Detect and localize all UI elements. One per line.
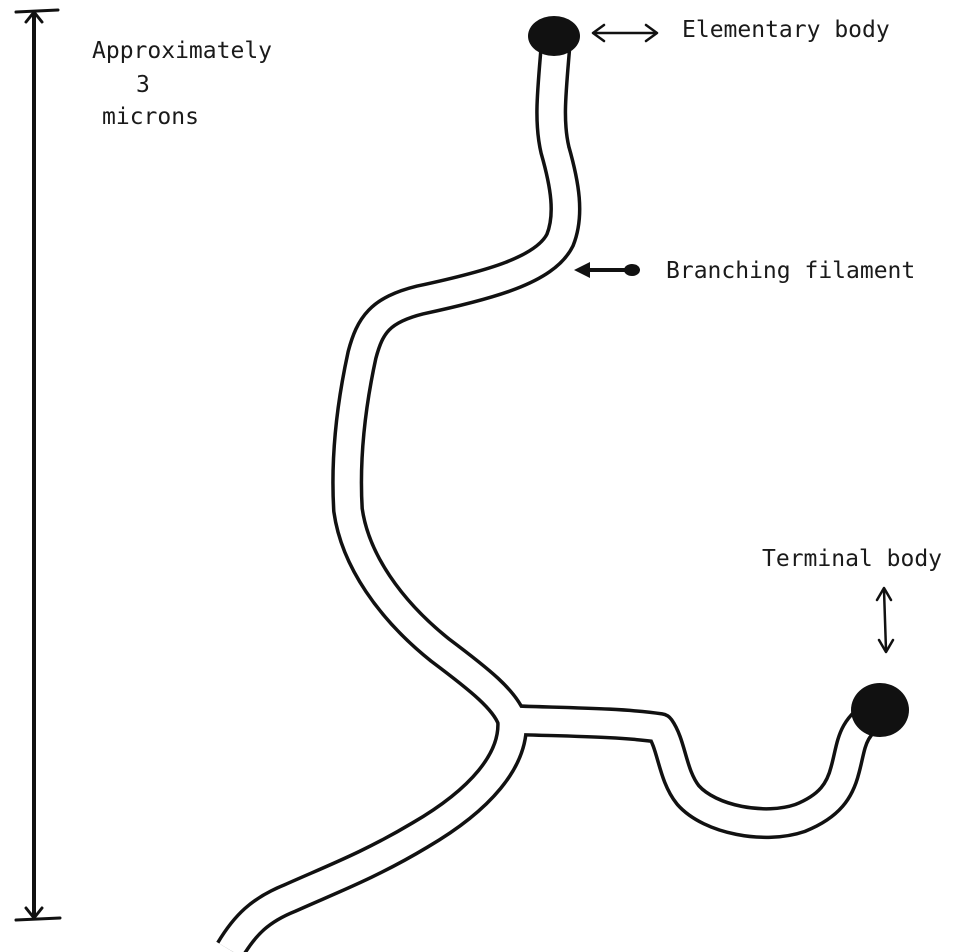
scale-bar-bottom-cap bbox=[16, 918, 60, 920]
scale-label-line-1: Approximately bbox=[92, 38, 272, 64]
scale-bar bbox=[16, 10, 60, 920]
elementary-body-blob bbox=[528, 16, 580, 56]
elementary-body-label: Elementary body bbox=[682, 17, 890, 43]
scale-label-line-3: microns bbox=[102, 104, 199, 130]
scale-label-line-2: 3 bbox=[136, 72, 150, 98]
terminal-body-arrow bbox=[877, 588, 893, 652]
filament-body bbox=[230, 40, 878, 950]
branching-filament-label: Branching filament bbox=[666, 258, 915, 284]
branching-filament-arrow bbox=[574, 262, 640, 278]
terminal-body-blob bbox=[851, 683, 909, 737]
terminal-body-label: Terminal body bbox=[762, 546, 942, 572]
elementary-body-arrow bbox=[593, 25, 657, 41]
scale-bar-top-cap bbox=[16, 10, 58, 12]
